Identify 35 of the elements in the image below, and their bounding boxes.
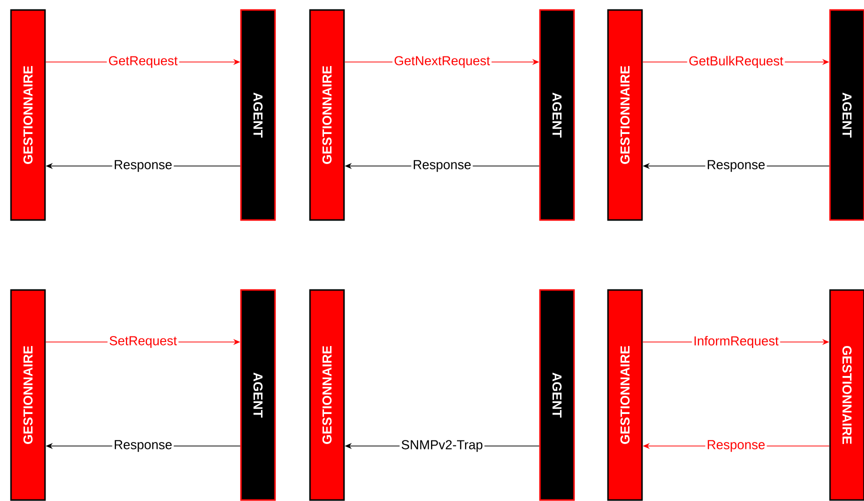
agent-bar [240, 289, 276, 501]
bar-label: GESTIONNAIRE [620, 66, 630, 164]
bar-label: AGENT [552, 92, 562, 138]
bar-label: AGENT [842, 92, 852, 138]
bar-label: AGENT [253, 372, 263, 418]
bar-label: AGENT [253, 92, 263, 138]
manager-bar [829, 289, 864, 501]
edge-label: Response [411, 158, 473, 174]
bar-label: GESTIONNAIRE [322, 66, 332, 164]
bar-label: GESTIONNAIRE [23, 66, 33, 164]
agent-bar [539, 9, 575, 221]
edge-label: GetBulkRequest [687, 54, 785, 70]
edge-label: Response [705, 438, 767, 454]
manager-bar [607, 9, 643, 221]
manager-bar [309, 289, 345, 501]
edge-label: GetNextRequest [392, 54, 492, 70]
manager-bar [309, 9, 345, 221]
bar-label: GESTIONNAIRE [620, 346, 630, 444]
manager-bar [10, 289, 46, 501]
bar-label: GESTIONNAIRE [23, 346, 33, 444]
edge-label: Response [112, 158, 174, 174]
agent-bar [829, 9, 864, 221]
edge-label: GetRequest [106, 54, 180, 70]
edge-label: SNMPv2-Trap [400, 438, 484, 454]
bar-label: AGENT [552, 372, 562, 418]
manager-bar [10, 9, 46, 221]
edge-label: Response [705, 158, 767, 174]
manager-bar [607, 289, 643, 501]
bar-label: GESTIONNAIRE [322, 346, 332, 444]
agent-bar [539, 289, 575, 501]
edge-label: InformRequest [692, 334, 780, 350]
edge-label: Response [112, 438, 174, 454]
bar-label: GESTIONNAIRE [842, 346, 852, 444]
edge-label: SetRequest [108, 334, 178, 350]
agent-bar [240, 9, 276, 221]
